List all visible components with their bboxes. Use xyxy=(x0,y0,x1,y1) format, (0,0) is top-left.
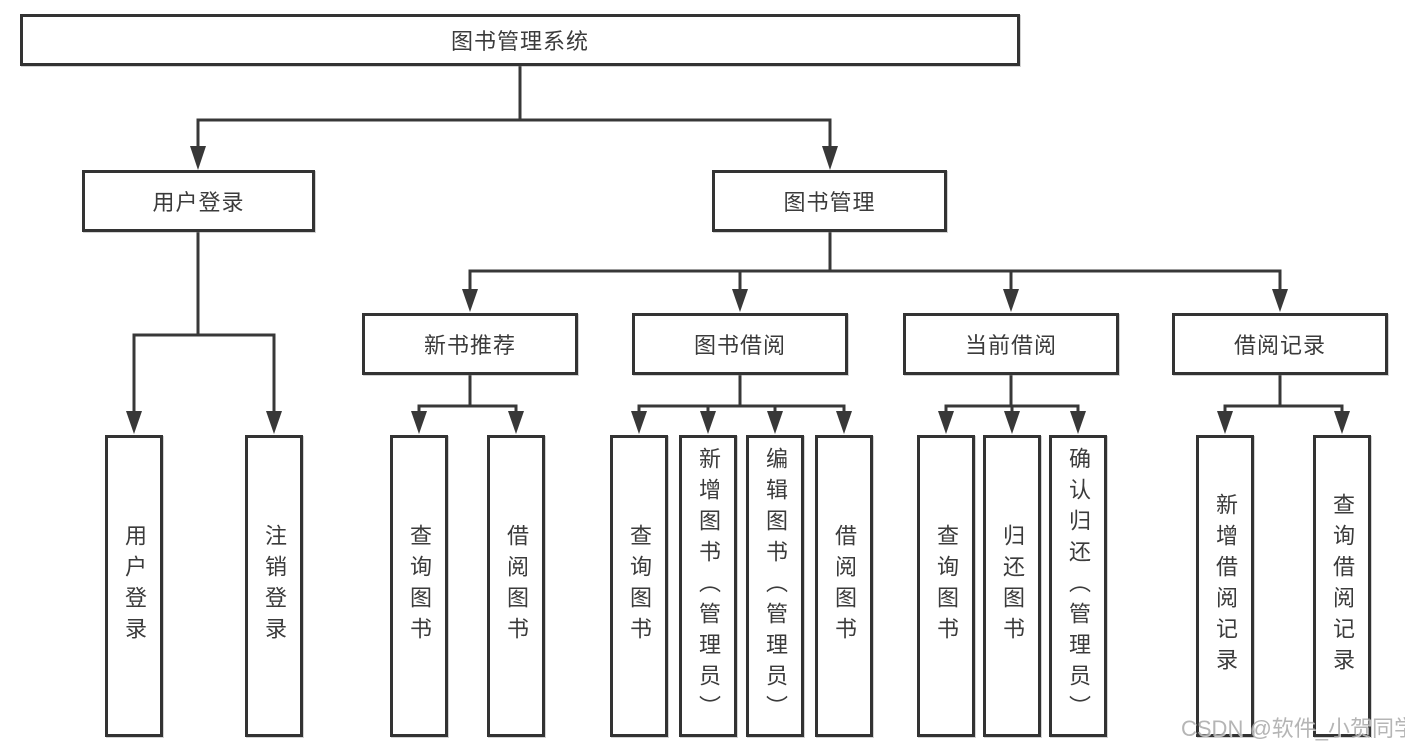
node-book-management-label: 图书管理 xyxy=(783,190,876,215)
node-new-book-recommend: 新书推荐 xyxy=(362,313,578,375)
leaf-query-borrow-record: 查询借阅记录 xyxy=(1313,435,1371,737)
leaf-add-book-admin: 新增图书（管理员） xyxy=(679,435,737,737)
connector-new-book-branch xyxy=(417,373,518,414)
node-user-login-group: 用户登录 xyxy=(82,170,315,232)
node-root-label: 图书管理系统 xyxy=(450,29,589,54)
node-borrow-records: 借阅记录 xyxy=(1172,313,1388,375)
connector-book-management-branch xyxy=(468,230,1282,291)
connector-book-borrow-branch xyxy=(637,373,846,414)
leaf-query-books-recommend: 查询图书 xyxy=(390,435,448,737)
leaf-query-books-borrow: 查询图书 xyxy=(610,435,668,737)
node-user-login-group-label: 用户登录 xyxy=(152,190,245,215)
connector-root-to-level2 xyxy=(196,64,832,148)
node-book-management: 图书管理 xyxy=(712,170,947,232)
node-book-borrow-label: 图书借阅 xyxy=(693,333,786,358)
leaf-add-borrow-record: 新增借阅记录 xyxy=(1196,435,1254,737)
node-borrow-records-label: 借阅记录 xyxy=(1233,333,1326,358)
node-new-book-recommend-label: 新书推荐 xyxy=(423,333,516,358)
leaf-user-login: 用户登录 xyxy=(105,435,163,737)
arrowheads xyxy=(126,146,1350,434)
leaf-confirm-return-admin: 确认归还（管理员） xyxy=(1049,435,1107,737)
leaf-borrow-books: 借阅图书 xyxy=(815,435,873,737)
node-book-borrow: 图书借阅 xyxy=(632,313,848,375)
connector-borrow-records-branch xyxy=(1223,373,1344,414)
connector-current-borrow-branch xyxy=(944,373,1080,414)
node-current-borrow: 当前借阅 xyxy=(903,313,1119,375)
leaf-logout: 注销登录 xyxy=(245,435,303,737)
leaf-query-books-current: 查询图书 xyxy=(917,435,975,737)
node-root: 图书管理系统 xyxy=(20,14,1020,66)
leaf-edit-book-admin: 编辑图书（管理员） xyxy=(746,435,804,737)
node-current-borrow-label: 当前借阅 xyxy=(964,333,1057,358)
leaf-return-books: 归还图书 xyxy=(983,435,1041,737)
connector-user-login-branch xyxy=(132,230,276,413)
leaf-borrow-books-recommend: 借阅图书 xyxy=(487,435,545,737)
